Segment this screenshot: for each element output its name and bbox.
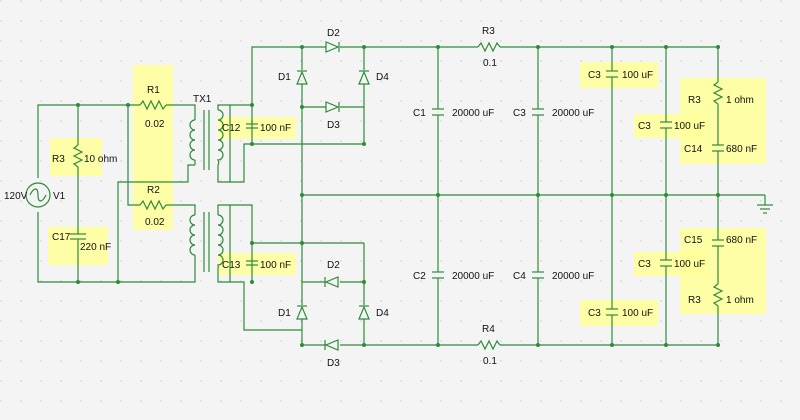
- highlight-c3-top: [580, 62, 658, 88]
- r3-series-value: 0.1: [483, 58, 497, 69]
- resistor-r3-out-top: R3 1 ohm: [688, 81, 754, 106]
- c3-bot2-name: C3: [638, 259, 651, 270]
- c3-bot2-value: 100 uF: [674, 259, 705, 270]
- r3-series-name: R3: [482, 26, 495, 37]
- bridge-bottom: D2 D1 D4 D3: [278, 260, 389, 369]
- ac-source-v1: 120V V1: [4, 182, 66, 208]
- c3-top-name: C3: [588, 70, 601, 81]
- highlight-c3-bot: [580, 300, 658, 326]
- d2-bottom-label: D2: [327, 260, 340, 271]
- capacitor-c17: C17 220 nF: [52, 232, 111, 253]
- capacitor-c3-bot: C3 100 uF: [588, 308, 653, 319]
- highlight-c15-r3: [680, 228, 766, 314]
- d3-top-label: D3: [327, 120, 340, 131]
- diode-d2-top: D2: [325, 28, 340, 53]
- diode-d1-bottom: D1: [278, 305, 308, 320]
- resistor-r3-out-bottom: R3 1 ohm: [688, 283, 754, 307]
- diode-d4-top: D4: [358, 70, 389, 85]
- capacitor-c1: C1 20000 uF: [413, 108, 494, 119]
- diode-d3-top: D3: [325, 101, 340, 131]
- c15-name: C15: [684, 235, 703, 246]
- resistor-r4-series: R4 0.1: [477, 324, 501, 367]
- c13-value: 100 nF: [260, 260, 291, 271]
- r2-name: R2: [147, 185, 160, 196]
- c4-value: 20000 uF: [552, 271, 594, 282]
- highlight-c13: [218, 253, 296, 275]
- capacitor-c3-top: C3 100 uF: [588, 70, 653, 81]
- c14-name: C14: [684, 144, 703, 155]
- c3-mid-name: C3: [513, 108, 526, 119]
- resistor-r3-input: R3 10 ohm: [52, 144, 117, 170]
- c17-name: C17: [52, 232, 71, 243]
- r3-out-bottom-value: 1 ohm: [726, 295, 754, 306]
- capacitor-c14: C14 680 nF: [684, 144, 757, 155]
- diode-d1-top: D1: [278, 70, 308, 85]
- r3-input-name: R3: [52, 154, 65, 165]
- r1-value: 0.02: [145, 119, 165, 130]
- capacitor-c12: C12 100 nF: [222, 120, 291, 134]
- r3-out-top-name: R3: [688, 95, 701, 106]
- c13-name: C13: [222, 260, 241, 271]
- c3-top-value: 100 uF: [622, 70, 653, 81]
- c1-value: 20000 uF: [452, 108, 494, 119]
- ground-icon: [757, 204, 773, 214]
- resistor-r2: R2 0.02: [139, 185, 167, 228]
- d1-top-label: D1: [278, 72, 291, 83]
- d4-top-label: D4: [376, 72, 389, 83]
- r4-series-name: R4: [482, 324, 495, 335]
- r2-value: 0.02: [145, 217, 165, 228]
- capacitor-c15: C15 680 nF: [684, 235, 757, 247]
- junction-dots: [76, 45, 720, 347]
- capacitor-c3-mid: C3 20000 uF: [513, 108, 594, 119]
- d2-top-label: D2: [327, 28, 340, 39]
- capacitor-c3-bot2: C3 100 uF: [638, 259, 705, 270]
- highlight-r1-r2: [133, 65, 173, 230]
- r3-out-top-value: 1 ohm: [726, 95, 754, 106]
- d1-bottom-label: D1: [278, 308, 291, 319]
- c12-name: C12: [222, 123, 241, 134]
- resistor-r1: R1 0.02: [139, 85, 167, 130]
- diode-d2-bottom: D2: [324, 260, 340, 288]
- c15-value: 680 nF: [726, 235, 757, 246]
- c3-bot-name: C3: [588, 308, 601, 319]
- capacitor-c2: C2 20000 uF: [413, 271, 494, 282]
- capacitor-c3-top2: C3 100 uF: [638, 121, 705, 132]
- c3-top2-name: C3: [638, 121, 651, 132]
- c14-value: 680 nF: [726, 144, 757, 155]
- resistor-r3-series: R3 0.1: [477, 26, 501, 69]
- bridge-top: D2 D1 D4 D3: [278, 28, 389, 131]
- c3-bot-value: 100 uF: [622, 308, 653, 319]
- diode-d4-bottom: D4: [358, 305, 389, 320]
- c12-value: 100 nF: [260, 123, 291, 134]
- source-voltage-label: 120V: [4, 191, 28, 202]
- c4-name: C4: [513, 271, 526, 282]
- wires: [37, 46, 766, 346]
- highlight-r3-c14: [680, 78, 766, 164]
- r4-series-value: 0.1: [483, 356, 497, 367]
- c2-name: C2: [413, 271, 426, 282]
- c3-top2-value: 100 uF: [674, 121, 705, 132]
- transformer-tx1: TX1: [189, 94, 224, 272]
- c2-value: 20000 uF: [452, 271, 494, 282]
- d4-bottom-label: D4: [376, 308, 389, 319]
- c3-mid-value: 20000 uF: [552, 108, 594, 119]
- tx1-name: TX1: [193, 94, 212, 105]
- r3-out-bottom-name: R3: [688, 295, 701, 306]
- c17-value: 220 nF: [80, 242, 111, 253]
- capacitor-c4: C4 20000 uF: [513, 271, 594, 282]
- source-name-label: V1: [53, 191, 66, 202]
- d3-bottom-label: D3: [327, 358, 340, 369]
- r3-input-value: 10 ohm: [84, 154, 117, 165]
- capacitor-c13: C13 100 nF: [222, 260, 291, 271]
- diode-d3-bottom: D3: [324, 339, 340, 369]
- c1-name: C1: [413, 108, 426, 119]
- r1-name: R1: [147, 85, 160, 96]
- highlights: [48, 62, 766, 326]
